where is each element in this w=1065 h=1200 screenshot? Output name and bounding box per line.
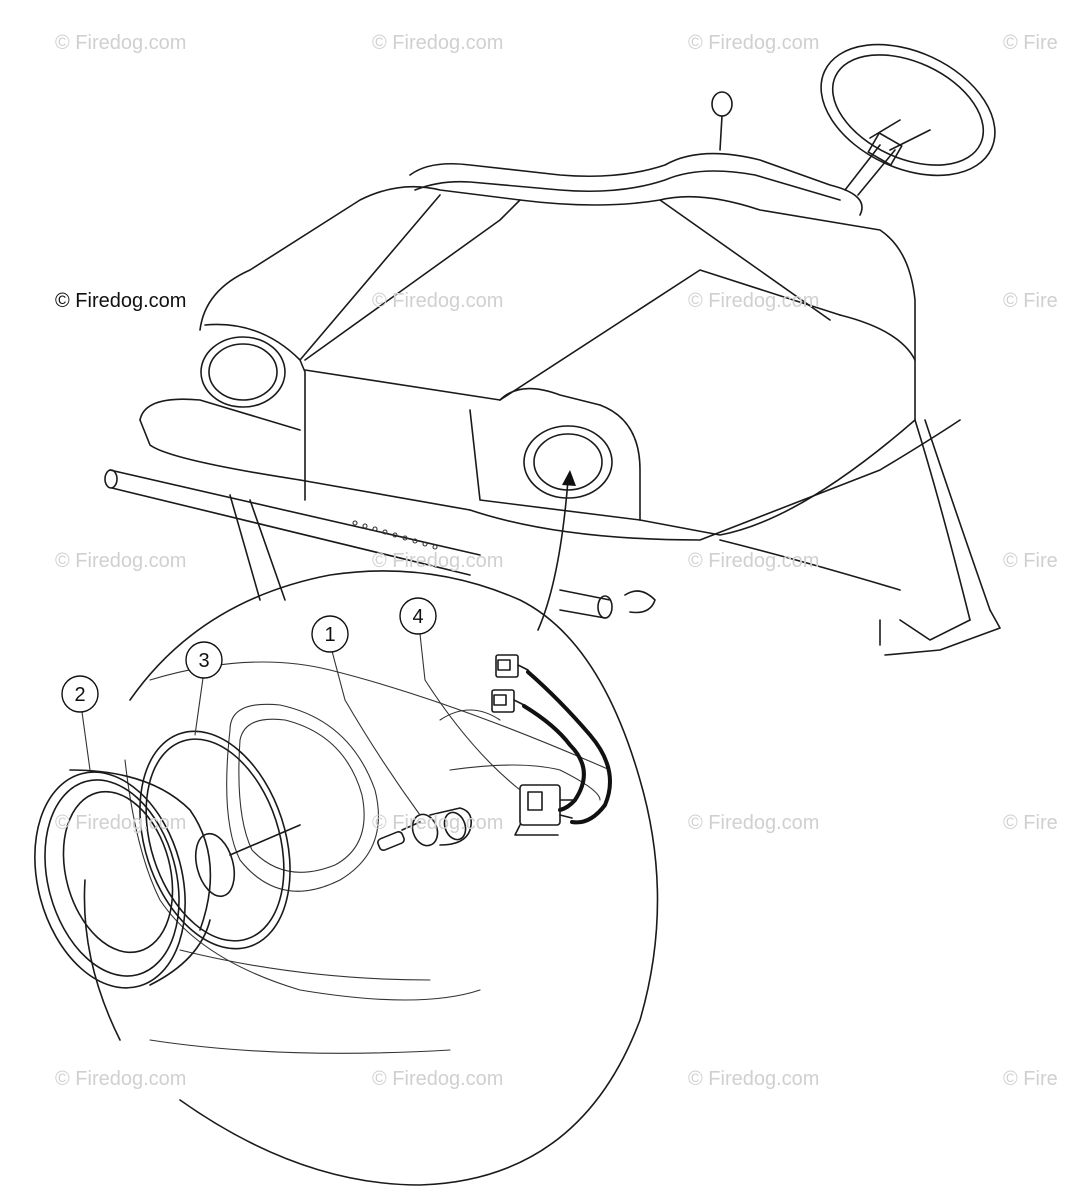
watermark: © Firedog.com: [372, 812, 504, 834]
watermark: © Firedog.com: [372, 1068, 504, 1090]
watermark-clipped: © Fire: [1003, 290, 1058, 312]
sealed-beam-lamp: [34, 769, 301, 989]
watermark: © Firedog.com: [55, 32, 187, 54]
watermark-clipped: © Fire: [1003, 550, 1058, 572]
callout-4-label: 4: [412, 606, 423, 628]
callout-3: 3: [185, 641, 223, 679]
watermark-clipped: © Fire: [1003, 812, 1058, 834]
watermark-clipped: © Fire: [1003, 1068, 1058, 1090]
detail-circle: [34, 570, 659, 1186]
left-headlight: [200, 336, 286, 408]
callout-1: 1: [311, 615, 349, 653]
watermark: © Firedog.com: [688, 290, 820, 312]
cart-body: [104, 43, 1001, 656]
steering-wheel: [820, 43, 996, 196]
callout-2: 2: [61, 675, 99, 713]
shift-lever: [711, 91, 733, 151]
grille-vents: [352, 520, 438, 550]
right-headlight: [523, 425, 613, 499]
bulb-and-socket: [377, 807, 473, 852]
watermark: © Firedog.com: [372, 290, 504, 312]
watermark-clipped: © Fire: [1003, 32, 1058, 54]
wire-connectors: [491, 654, 612, 836]
watermark: © Firedog.com: [55, 812, 187, 834]
watermark-dark: © Firedog.com: [55, 290, 187, 312]
watermark: © Firedog.com: [688, 550, 820, 572]
watermark: © Firedog.com: [688, 812, 820, 834]
watermark: © Firedog.com: [55, 550, 187, 572]
watermark: © Firedog.com: [688, 32, 820, 54]
watermark: © Firedog.com: [372, 550, 504, 572]
watermark: © Firedog.com: [688, 1068, 820, 1090]
detail-arrow: [537, 470, 576, 631]
watermark: © Firedog.com: [55, 1068, 187, 1090]
watermark: © Firedog.com: [372, 32, 504, 54]
callout-3-label: 3: [198, 650, 209, 672]
retaining-ring: [139, 730, 291, 950]
callout-4: 4: [399, 597, 437, 635]
callout-2-label: 2: [74, 684, 85, 706]
callout-1-label: 1: [324, 624, 335, 646]
